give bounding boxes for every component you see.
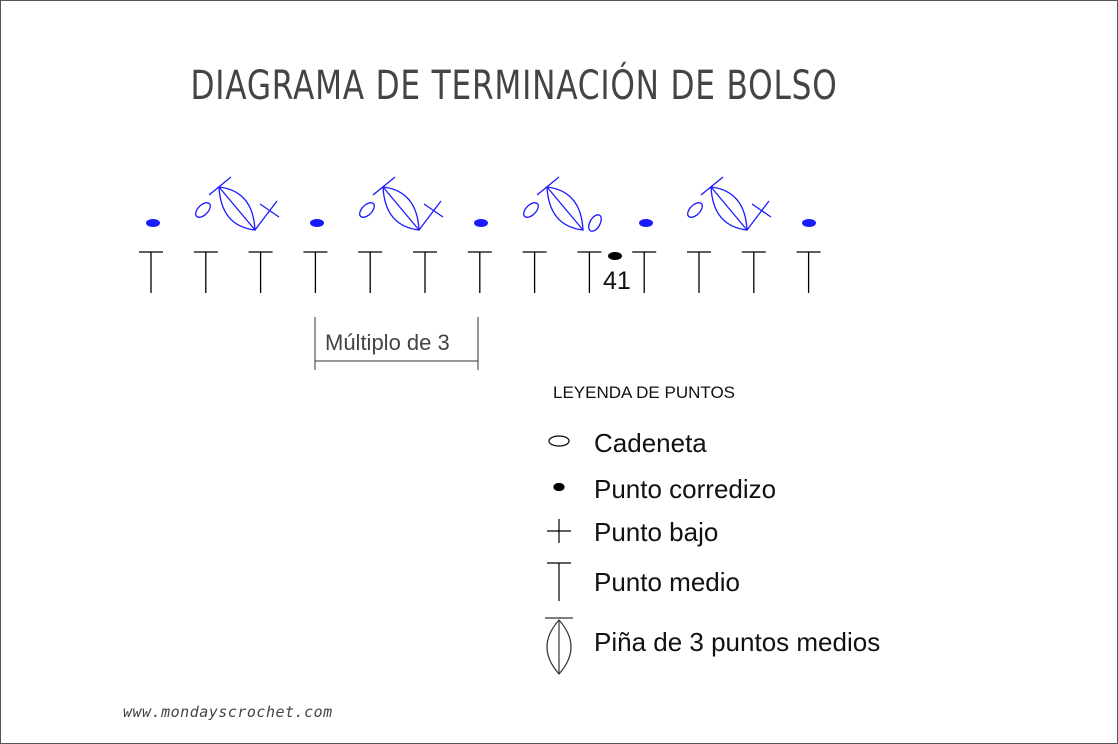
single-crochet-stitch: [418, 200, 444, 231]
half-double-crochet-stitch: [687, 251, 711, 293]
half-double-crochet-stitch: [358, 251, 383, 293]
puff-stitch-group: [359, 176, 444, 231]
single-crochet-stitch: [746, 200, 772, 231]
slip-stitch-dot: [474, 219, 488, 227]
stitch-count-label: 41: [603, 267, 631, 295]
single-crochet-stitch: [254, 200, 280, 231]
slip-stitch-marker: [608, 252, 622, 260]
half-double-crochet-stitch: [796, 251, 821, 293]
chain-stitch: [359, 202, 375, 218]
legend-label-single-crochet: Punto bajo: [594, 517, 719, 547]
chain-stitch: [687, 202, 703, 218]
legend-label-chain: Cadeneta: [594, 428, 707, 458]
half-double-crochet-stitch: [139, 251, 163, 293]
half-double-crochet-stitch: [522, 251, 547, 293]
repeat-bracket: [314, 317, 479, 370]
chain-oval-icon: [548, 435, 570, 447]
legend-label-slip-stitch: Punto corredizo: [594, 474, 777, 504]
half-double-crochet-stitch: [248, 251, 273, 293]
legend-heading: LEYENDA DE PUNTOS: [553, 383, 736, 402]
half-double-crochet-stitch: [303, 251, 328, 293]
puff-stitch-group: [195, 176, 280, 231]
puff-stitch: [710, 186, 748, 231]
puff-stitch-group: [523, 176, 602, 232]
puff-stitch-group: [687, 176, 772, 231]
half-double-crochet-stitch: [577, 251, 602, 293]
slip-stitch-dot-icon: [553, 482, 565, 492]
slip-stitch-dot: [146, 219, 160, 227]
half-double-t-icon: [547, 562, 571, 601]
legend-label-puff: Piña de 3 puntos medios: [594, 627, 881, 657]
puff-stitch: [546, 186, 584, 231]
puff-stitch: [382, 186, 420, 231]
legend-label-half-double: Punto medio: [594, 567, 740, 597]
puff-stitch: [218, 186, 256, 231]
slip-stitch-dot: [639, 219, 653, 227]
half-double-crochet-stitch: [467, 251, 492, 293]
puff-stitch-icon: [545, 617, 573, 675]
half-double-crochet-stitch: [413, 251, 437, 293]
single-crochet-plus-icon: [547, 519, 571, 543]
half-double-crochet-stitch: [193, 251, 218, 293]
half-double-crochet-stitch: [741, 251, 766, 293]
page-title: DIAGRAMA DE TERMINACIÓN DE BOLSO: [190, 63, 838, 109]
chain-stitch: [195, 202, 211, 218]
slip-stitch-dot: [310, 219, 324, 227]
repeat-label: Múltiplo de 3: [325, 330, 450, 355]
website-credit: www.mondayscrochet.com: [123, 703, 333, 721]
chain-stitch: [523, 202, 539, 218]
slip-stitch-dot: [802, 219, 816, 227]
chain-stitch: [588, 214, 602, 232]
half-double-crochet-stitch: [632, 251, 657, 293]
